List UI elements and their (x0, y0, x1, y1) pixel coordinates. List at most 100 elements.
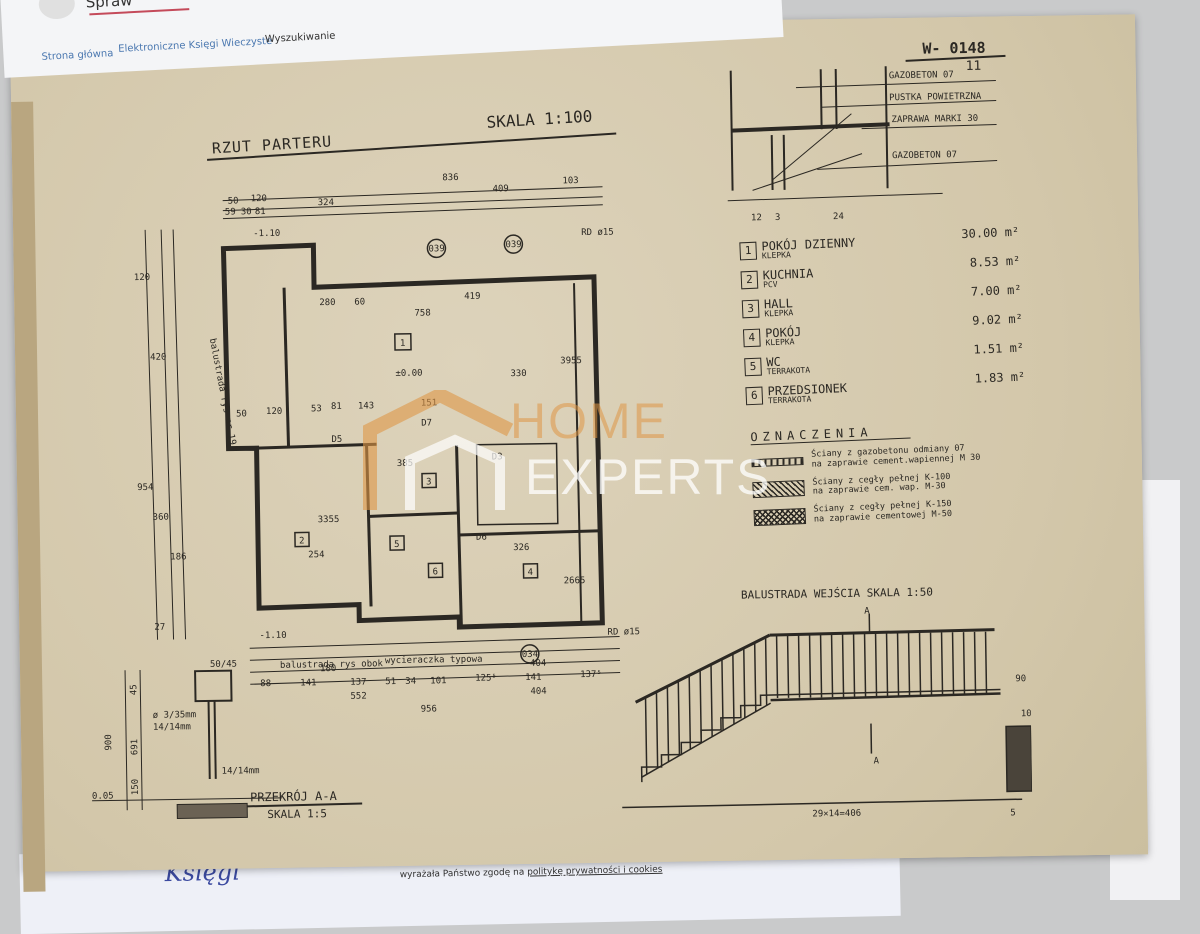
room-floor: KLEPKA (764, 309, 793, 318)
blueprint-sheet: RZUT PARTERU SKALA 1:100 W- 0148 11 GAZO… (10, 14, 1148, 872)
baluster (920, 633, 921, 696)
room-area: 8.53 m² (970, 254, 1021, 270)
room-area: 30.00 m² (961, 225, 1019, 241)
room-marker-number: 4 (527, 568, 533, 578)
room-number: 2 (741, 270, 759, 289)
brick-k100-hatch (752, 480, 805, 498)
baluster (821, 634, 822, 697)
section-title: PRZEKRÓJ A-A (250, 789, 337, 804)
baluster (700, 670, 701, 743)
railing-elevation: A A 90 10 5 29×14=406 (609, 601, 1032, 828)
dim-label: 758 (414, 308, 430, 318)
baluster (843, 634, 844, 697)
dim-label: 137⁵ (580, 670, 602, 680)
dim-label: 10 (1021, 709, 1032, 719)
plan-label: ±0.00 (395, 369, 422, 379)
dim-label: 120 (266, 407, 282, 417)
room-marker-number: 2 (299, 536, 305, 546)
baluster (810, 635, 811, 698)
aerated-concrete-hatch (751, 457, 803, 467)
section-dim: 12 (751, 213, 762, 223)
dim-label: 0.05 (92, 791, 114, 801)
dim-label: 51 (385, 677, 396, 687)
dim-label: 50 (228, 196, 239, 206)
wall-section-drawing: GAZOBETON 07 PUSTKA POWIETRZNA ZAPRAWA M… (711, 56, 1034, 231)
plan-label: 039 (428, 244, 444, 254)
baluster (964, 632, 965, 695)
room-number: 5 (744, 357, 762, 376)
dim-label: 3955 (560, 356, 582, 366)
baluster (953, 632, 954, 695)
plan-label: D5 (331, 435, 342, 445)
dim-label: 120 (251, 194, 267, 204)
room-marker-number: 6 (432, 567, 438, 577)
dim-label: 27 (154, 623, 165, 633)
room-number: 4 (743, 328, 761, 347)
room-marker-number: 3 (426, 477, 432, 487)
dim-label: 330 (510, 369, 526, 379)
section-note: ø 3/35mm (153, 710, 197, 721)
dim-label: 691 (130, 739, 140, 755)
plan-label: D3 (492, 452, 503, 462)
layer-label: GAZOBETON 07 (889, 70, 954, 81)
dim-label: 81 (331, 402, 342, 412)
privacy-link[interactable]: politykę prywatności i cookies (527, 865, 662, 878)
nav-link-ekw[interactable]: Elektroniczne Księgi Wieczyste (118, 36, 272, 55)
plan-label: D7 (421, 418, 432, 428)
section-note: 14/14mm (153, 722, 191, 733)
dim-label: 404 (530, 687, 546, 697)
cookie-notice: wyrażała Państwo zgodę na politykę prywa… (400, 865, 663, 881)
baluster (788, 635, 789, 698)
dim-label: 81 (255, 207, 266, 217)
dim-label: 60 (354, 297, 365, 307)
room-number: 3 (742, 299, 760, 318)
dim-label: 90 (1015, 674, 1026, 684)
baluster (876, 633, 877, 696)
plan-scale: SKALA 1:100 (486, 107, 593, 132)
dim-label: 53 (311, 404, 322, 414)
section-scale: SKALA 1:5 (267, 807, 327, 821)
dim-label: 137 (350, 677, 366, 687)
floor-plan-drawing: 1 2 3 4 5 6 836 409 103 324 50 120 59 30… (112, 152, 680, 691)
plan-label: -1.10 (253, 229, 280, 239)
baluster (689, 675, 690, 749)
baluster (909, 633, 910, 696)
baluster (799, 635, 800, 698)
site-brand: Spraw (85, 0, 133, 12)
baluster (711, 664, 712, 736)
baluster (733, 654, 734, 725)
layer-label: PUSTKA POWIETRZNA (889, 92, 982, 103)
layer-label: ZAPRAWA MARKI 30 (891, 114, 978, 125)
room-area: 1.51 m² (973, 341, 1024, 357)
railing-title: BALUSTRADA WEJŚCIA SKALA 1:50 (741, 586, 933, 602)
plan-note: balustrada rys nr 19 (207, 338, 237, 446)
dim-label: 150 (131, 779, 141, 795)
section-note: 14/14mm (222, 766, 260, 777)
room-number: 1 (739, 241, 757, 260)
dim-label: 143 (358, 401, 374, 411)
legend-heading: OZNACZENIA (750, 424, 910, 446)
baluster (678, 681, 679, 756)
plan-label: RD ø15 (581, 228, 614, 239)
dim-label: 552 (350, 691, 366, 701)
dim-label: 280 (319, 298, 335, 308)
nav-link-search[interactable]: Wyszukiwanie (265, 31, 336, 46)
binding-spine (11, 102, 45, 892)
dim-label: 29×14=406 (812, 809, 861, 820)
baluster (942, 632, 943, 695)
baluster (986, 632, 987, 695)
room-name: POKÓJ DZIENNY (761, 236, 855, 252)
room-area: 7.00 m² (971, 283, 1022, 299)
baluster (854, 634, 855, 697)
dim-label: 956 (421, 704, 437, 714)
dim-label: 125⁵ (475, 673, 497, 683)
baluster (832, 634, 833, 697)
baluster (744, 648, 745, 718)
nav-link-home[interactable]: Strona główna (41, 48, 113, 63)
baluster (865, 634, 866, 697)
baluster (975, 632, 976, 695)
dim-label: 103 (562, 176, 578, 186)
